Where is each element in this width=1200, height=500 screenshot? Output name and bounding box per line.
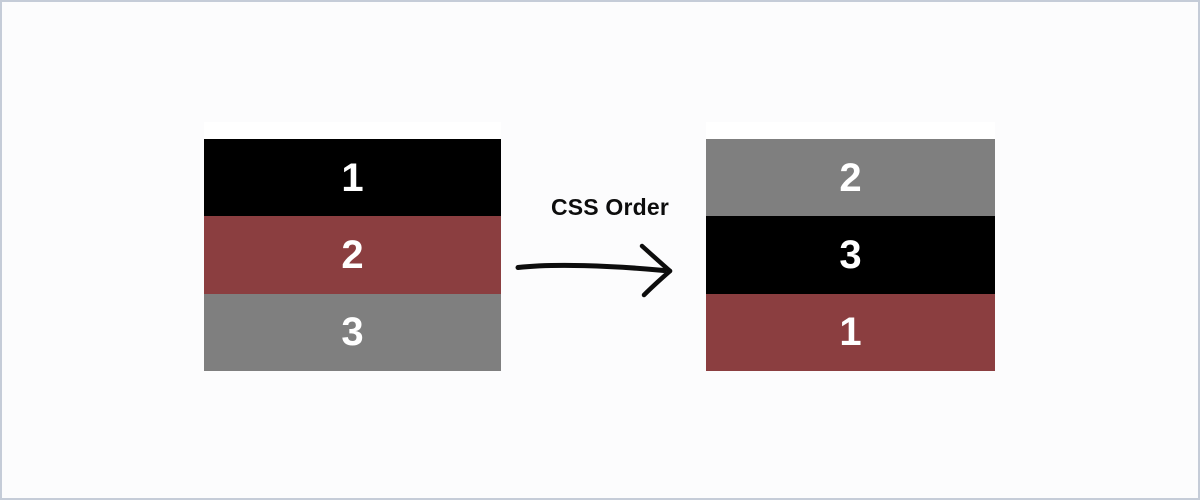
band-number: 3 [839,232,862,277]
stack-band: 2 [706,139,995,217]
visual-order-stack: 2 3 1 [706,122,995,371]
band-number: 1 [839,310,862,355]
source-order-stack: 1 2 3 [204,122,501,371]
stack-band: 3 [204,293,501,371]
stack-band: 1 [706,293,995,371]
css-order-label: CSS Order [550,194,670,220]
arrow-right-handdrawn-icon [514,240,694,302]
stack-band: 1 [204,139,501,217]
band-number: 3 [341,310,364,355]
band-number: 1 [341,155,364,200]
stack-band: 2 [204,216,501,294]
stack-band: 3 [706,216,995,294]
band-number: 2 [341,232,364,277]
arrow-right-handdrawn-icon [515,243,673,298]
band-number: 2 [839,155,862,200]
